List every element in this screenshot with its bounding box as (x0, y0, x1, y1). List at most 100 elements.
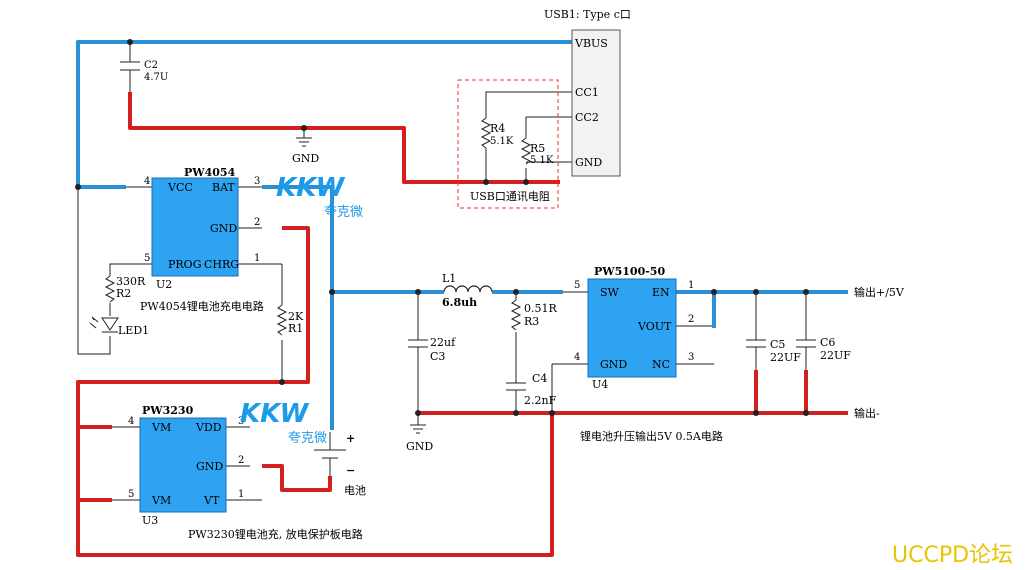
u4-chip (587, 278, 677, 378)
c3-value: 22uf (430, 336, 456, 349)
u3-pinnum-4: 4 (128, 416, 134, 427)
u2-pin-vcc: VCC (167, 181, 193, 194)
u2-chip (151, 177, 239, 277)
u3-pin-vm-top: VM (151, 421, 171, 434)
u4-pinnum-5: 5 (574, 280, 580, 291)
u3-caption: PW3230锂电池充, 放电保护板电路 (188, 527, 363, 541)
led1-ref: LED1 (118, 324, 149, 337)
resistors (104, 117, 532, 336)
u3-pinnum-2: 2 (238, 455, 244, 466)
r5-resistor (520, 137, 532, 165)
r4-ref: R4 (490, 122, 505, 135)
u3-pinnum-3: 3 (238, 416, 244, 427)
vbus-net (76, 40, 572, 189)
r2-ref: R2 (116, 287, 131, 300)
usb-connector-body (571, 29, 621, 177)
u3-vm-net (78, 425, 112, 502)
usb-pin-cc2: CC2 (575, 111, 599, 124)
u2-pin-chrg: CHRG (204, 258, 239, 271)
u3-chip (139, 417, 227, 513)
svg-text:夸克微: 夸克微 (324, 205, 363, 220)
cap-gnd-net (754, 370, 808, 413)
u3-pin-vdd: VDD (195, 421, 222, 434)
thin-wires (77, 42, 816, 501)
led1-diode (89, 316, 119, 333)
out-pos-net (676, 290, 848, 328)
c4-ref: C4 (532, 372, 547, 385)
u4-pin-vout: VOUT (637, 320, 672, 333)
c5-ref: C5 (770, 338, 785, 351)
usb-title: USB1: Type c口 (544, 8, 631, 21)
u2-pin-gnd: GND (210, 222, 237, 235)
u2-pinnum-3: 3 (254, 176, 260, 187)
junctions (75, 39, 809, 416)
u2-pin-prog: PROG (168, 258, 202, 271)
u3-pinnum-1: 1 (238, 489, 244, 500)
u3-pin-vm-bottom: VM (151, 494, 171, 507)
c5-value: 22UF (770, 351, 801, 364)
battery-label: 电池 (344, 484, 366, 497)
usb-pin-vbus: VBUS (574, 37, 608, 50)
u4-pin-sw: SW (600, 286, 620, 299)
r4-resistor (480, 117, 492, 149)
c6-value: 22UF (820, 349, 851, 362)
u4-pinnum-4: 4 (574, 352, 580, 363)
u2-part: PW4054 (184, 166, 236, 179)
usb-resistor-box-label: USB口通讯电阻 (470, 190, 550, 203)
svg-text:KKW: KKW (240, 399, 310, 429)
u2-caption: PW4054锂电池充电电路 (140, 299, 264, 313)
l1-ref: L1 (442, 272, 456, 285)
l1-inductor (443, 285, 493, 293)
r1-ref: R1 (288, 322, 303, 335)
r1-value: 2K (288, 310, 304, 323)
r3-value: 0.51R (524, 302, 557, 315)
u3-gnd-net (262, 464, 332, 492)
usb-gnd-net (128, 92, 560, 184)
u3-ref: U3 (142, 514, 158, 527)
r5-value: 5.1K (530, 155, 554, 166)
c4-value: 2.2nF (524, 394, 557, 407)
u2-pinnum-5: 5 (144, 253, 150, 264)
u4-pin-en: EN (652, 286, 670, 299)
u4-pinnum-2: 2 (688, 314, 694, 325)
u2-ref: U2 (156, 278, 172, 291)
u2-pin-bat: BAT (212, 181, 235, 194)
u3-pinnum-5: 5 (128, 489, 134, 500)
c3-ref: C3 (430, 350, 445, 363)
r4-value: 5.1K (490, 136, 514, 147)
svg-text:KKW: KKW (276, 173, 346, 203)
bat-net (262, 185, 334, 430)
u2-pinnum-2: 2 (254, 217, 260, 228)
battery-minus: − (346, 464, 355, 477)
usb-pin-gnd: GND (575, 156, 602, 169)
u2-gnd-net (76, 226, 554, 557)
u2-pinnum-4: 4 (144, 176, 150, 187)
forum-watermark: UCCPD论坛 (892, 543, 1013, 568)
r5-ref: R5 (530, 142, 545, 155)
r1-resistor (276, 304, 288, 336)
u3-pin-vt: VT (203, 494, 220, 507)
red-nets (76, 92, 848, 557)
output-negative-label: 输出- (854, 406, 880, 420)
usb-resistor-box (457, 79, 559, 209)
blue-nets (76, 40, 848, 430)
u4-caption: 锂电池升压输出5V 0.5A电路 (580, 429, 723, 443)
u4-pinnum-3: 3 (688, 352, 694, 363)
u3-part: PW3230 (142, 404, 194, 417)
l1-value: 6.8uh (442, 296, 477, 309)
svg-text:夸克微: 夸克微 (288, 431, 327, 446)
u4-pin-gnd: GND (600, 358, 627, 371)
watermark-bottom: KKW 夸克微 (240, 399, 327, 446)
r3-resistor (510, 299, 522, 331)
u4-pin-nc: NC (652, 358, 670, 371)
u2-pinnum-1: 1 (254, 253, 260, 264)
u4-part: PW5100-50 (594, 265, 665, 278)
u3-pin-gnd: GND (196, 460, 223, 473)
c6-ref: C6 (820, 336, 835, 349)
gnd2-label: GND (406, 440, 433, 453)
u4-ref: U4 (592, 378, 608, 391)
battery-plus: + (346, 432, 355, 445)
gnd1-label: GND (292, 152, 319, 165)
c2-ref: C2 (144, 60, 158, 71)
